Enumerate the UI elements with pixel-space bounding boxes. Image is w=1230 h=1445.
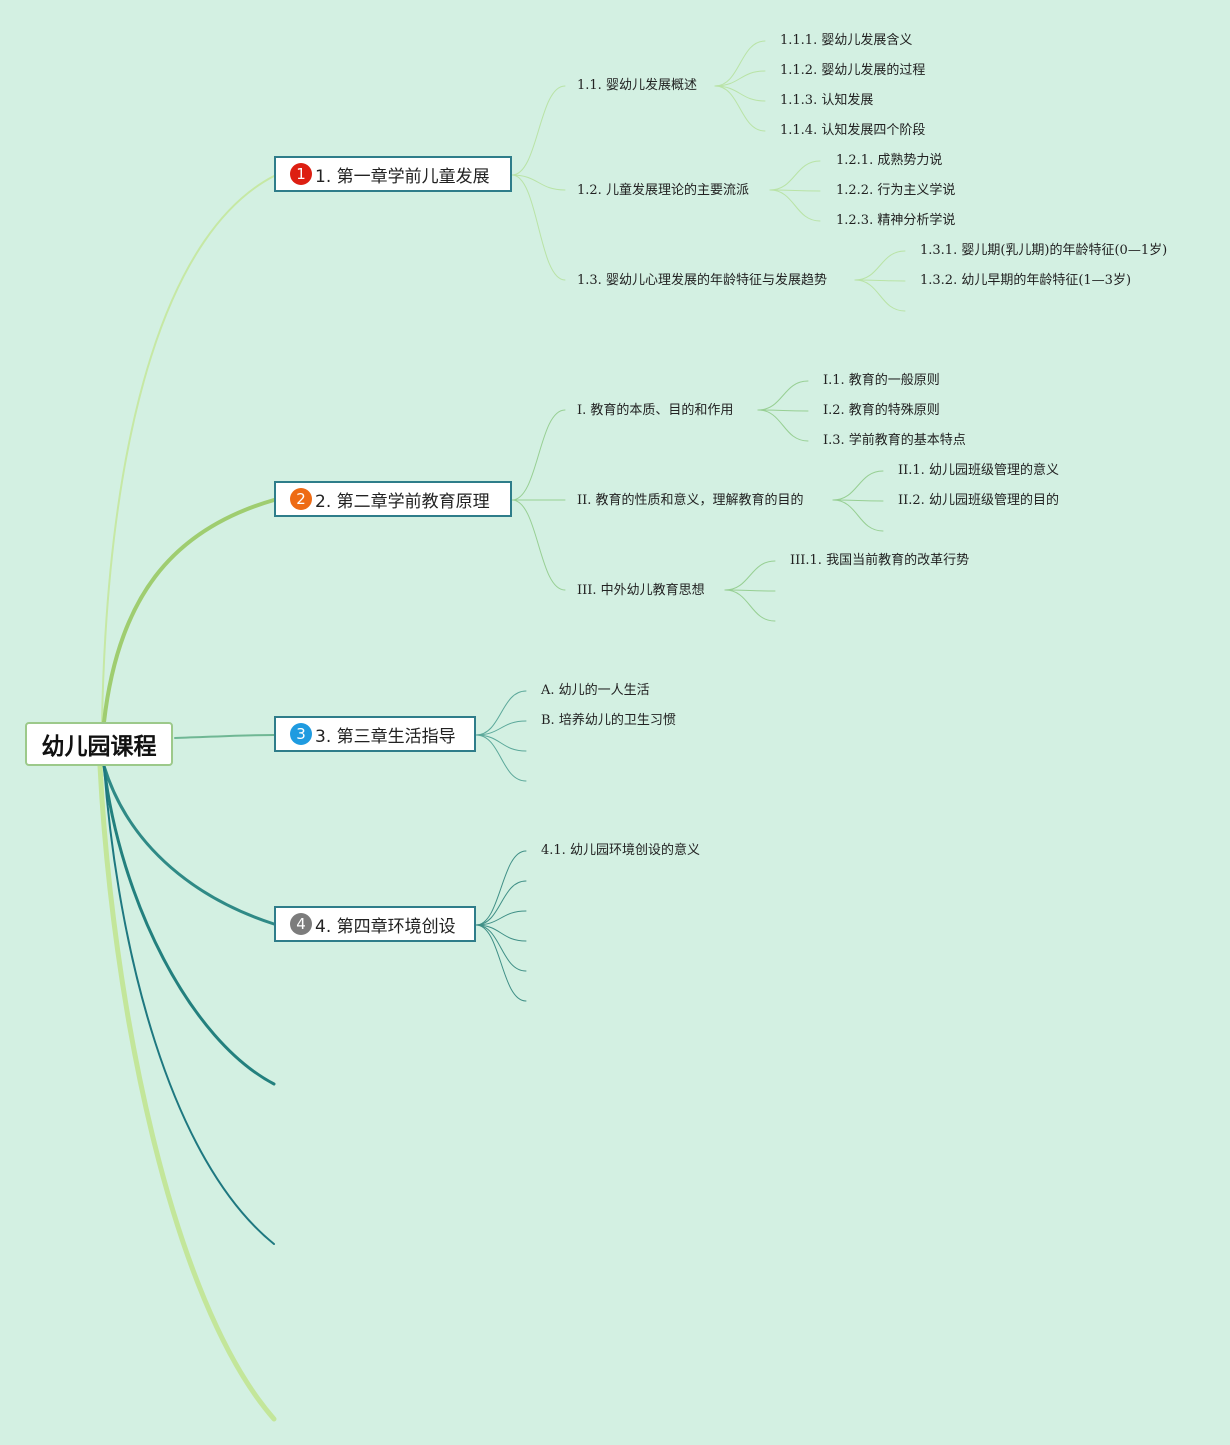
chapter-label: 2. 第二章学前教育原理 (315, 491, 490, 512)
branch-line (102, 498, 276, 724)
topic-connector (475, 850, 527, 926)
branch-line (174, 734, 275, 739)
subtopic-connector (832, 499, 884, 532)
priority-4-icon: 4 (290, 913, 312, 935)
topic-node[interactable]: 4.1. 幼儿园环境创设的意义 (541, 843, 700, 858)
subtopic-connector (769, 189, 821, 192)
topic-node[interactable]: II. 教育的性质和意义，理解教育的目的 (577, 493, 804, 508)
priority-1-icon: 1 (290, 163, 312, 185)
subtopic-node[interactable]: I.1. 教育的一般原则 (823, 373, 940, 388)
topic-connector (511, 499, 566, 591)
topic-node[interactable]: III. 中外幼儿教育思想 (577, 583, 705, 598)
subtopic-connector (757, 409, 809, 442)
subtopic-node[interactable]: 1.1.3. 认知发展 (780, 93, 874, 108)
topic-connector (475, 910, 527, 926)
subtopic-connector (832, 470, 884, 501)
root-label: 幼儿园课程 (41, 734, 157, 760)
topic-connector (475, 924, 527, 1002)
subtopic-node[interactable]: 1.3.2. 幼儿早期的年龄特征(1—3岁) (920, 273, 1132, 288)
topic-node[interactable]: B. 培养幼儿的卫生习惯 (541, 713, 676, 728)
topic-node[interactable]: A. 幼儿的一人生活 (541, 683, 650, 698)
subtopic-node[interactable]: I.3. 学前教育的基本特点 (823, 433, 966, 448)
subtopic-connector (757, 409, 809, 412)
subtopic-node[interactable]: 1.2.3. 精神分析学说 (836, 213, 956, 228)
root-node[interactable]: 幼儿园课程 (25, 722, 173, 766)
topic-connector (475, 734, 527, 752)
chapter-node-3[interactable]: 3 3. 第三章生活指导 (274, 716, 476, 752)
chapter-node-2[interactable]: 2 2. 第二章学前教育原理 (274, 481, 512, 517)
subtopic-node[interactable]: III.1. 我国当前教育的改革行势 (790, 553, 970, 568)
subtopic-node[interactable]: 1.1.4. 认知发展四个阶段 (780, 123, 926, 138)
subtopic-connector (724, 589, 776, 592)
priority-3-icon: 3 (290, 723, 312, 745)
topic-connector (511, 174, 566, 281)
subtopic-connector (854, 279, 906, 312)
subtopic-node[interactable]: 1.1.1. 婴幼儿发展含义 (780, 33, 913, 48)
chapter-label: 1. 第一章学前儿童发展 (315, 166, 490, 187)
topic-node[interactable]: 1.3. 婴幼儿心理发展的年龄特征与发展趋势 (577, 273, 827, 288)
chapter-label: 4. 第四章环境创设 (315, 916, 456, 937)
topic-connector (511, 174, 566, 191)
chapter-label: 3. 第三章生活指导 (315, 726, 456, 747)
topic-connector (475, 690, 527, 736)
topic-connector (475, 720, 527, 736)
branch-line (102, 764, 276, 1086)
subtopic-node[interactable]: II.1. 幼儿园班级管理的意义 (898, 463, 1059, 478)
topic-connector (475, 924, 527, 942)
subtopic-connector (769, 160, 821, 191)
chapter-node-1[interactable]: 1 1. 第一章学前儿童发展 (274, 156, 512, 192)
subtopic-node[interactable]: 1.1.2. 婴幼儿发展的过程 (780, 63, 926, 78)
subtopic-connector (757, 380, 809, 411)
subtopic-connector (714, 70, 766, 87)
branch-line (103, 765, 275, 1245)
topic-node[interactable]: I. 教育的本质、目的和作用 (577, 403, 734, 418)
subtopic-connector (714, 85, 766, 132)
topic-connector (511, 85, 566, 176)
subtopic-node[interactable]: 1.2.2. 行为主义学说 (836, 183, 956, 198)
topic-connector (475, 880, 527, 926)
subtopic-connector (714, 85, 766, 102)
topic-connector (475, 924, 527, 972)
topic-node[interactable]: 1.1. 婴幼儿发展概述 (577, 78, 697, 93)
subtopic-node[interactable]: I.2. 教育的特殊原则 (823, 403, 940, 418)
subtopic-connector (769, 189, 821, 222)
subtopic-connector (832, 499, 884, 502)
chapter-node-4[interactable]: 4 4. 第四章环境创设 (274, 906, 476, 942)
subtopic-connector (724, 560, 776, 591)
subtopic-node[interactable]: 1.3.1. 婴儿期(乳儿期)的年龄特征(0—1岁) (920, 243, 1168, 258)
branch-line (97, 763, 277, 1422)
priority-2-icon: 2 (290, 488, 312, 510)
subtopic-node[interactable]: II.2. 幼儿园班级管理的目的 (898, 493, 1059, 508)
topic-connector (475, 734, 527, 782)
branch-line (101, 175, 275, 723)
subtopic-connector (854, 279, 906, 282)
topic-connector (511, 409, 566, 501)
subtopic-connector (854, 250, 906, 281)
subtopic-node[interactable]: 1.2.1. 成熟势力说 (836, 153, 943, 168)
topic-node[interactable]: 1.2. 儿童发展理论的主要流派 (577, 183, 749, 198)
subtopic-connector (714, 40, 766, 87)
branch-line (102, 764, 276, 926)
subtopic-connector (724, 589, 776, 622)
